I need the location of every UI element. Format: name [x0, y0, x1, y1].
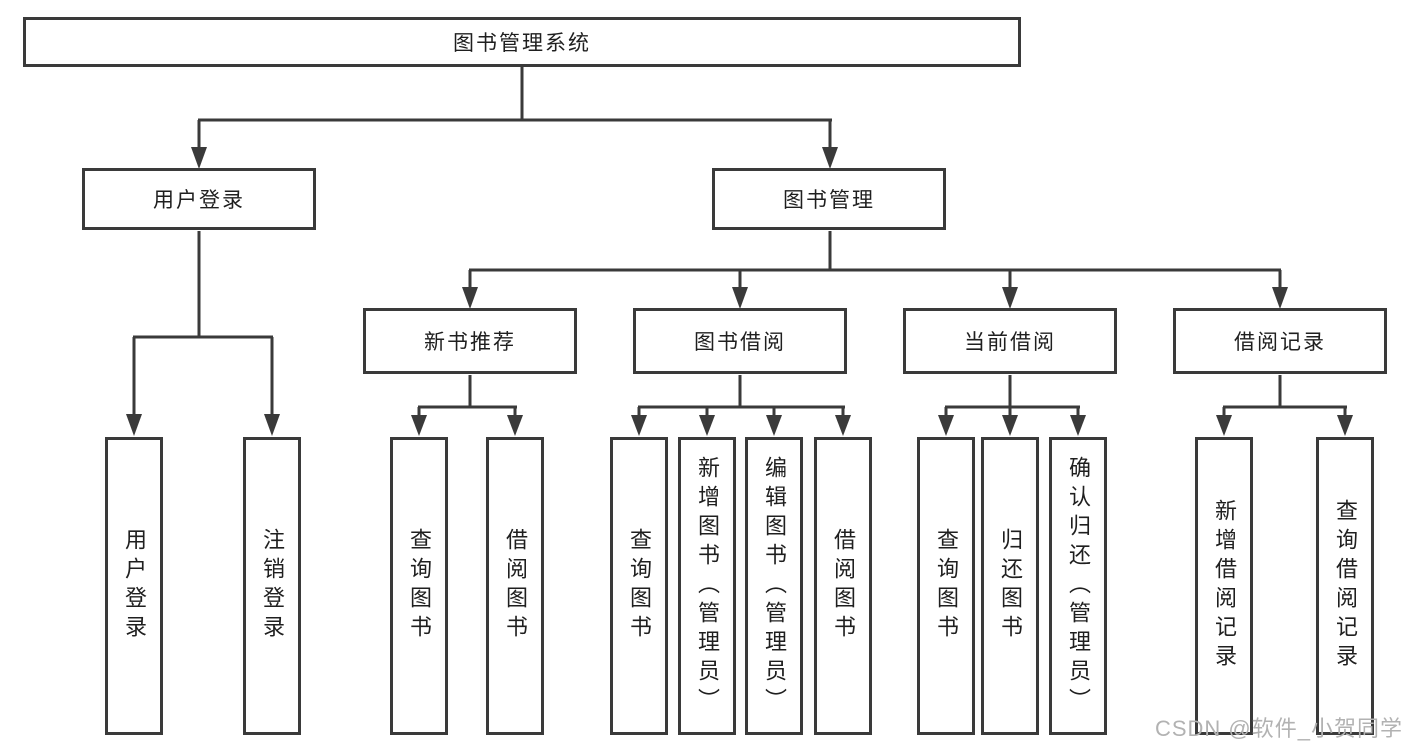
arrow-down-icon [1002, 415, 1018, 436]
arrow-down-icon [938, 415, 954, 436]
arrow-down-icon [1070, 415, 1086, 436]
leaf-newbook-query: 查询图书 [390, 437, 448, 735]
arrowheads [126, 147, 1353, 436]
leaf-record-query: 查询借阅记录 [1316, 437, 1374, 735]
node-user-login: 用户登录 [82, 168, 316, 230]
leaf-record-query-label: 查询借阅记录 [1333, 499, 1358, 673]
node-root: 图书管理系统 [23, 17, 1021, 67]
node-current-borrow: 当前借阅 [903, 308, 1117, 374]
connector-path [132, 67, 1347, 415]
leaf-current-confirm-admin: 确认归还（管理员） [1049, 437, 1107, 735]
leaf-newbook-query-label: 查询图书 [407, 528, 432, 644]
node-new-book-recommend-label: 新书推荐 [424, 331, 516, 354]
node-new-book-recommend: 新书推荐 [363, 308, 577, 374]
arrow-down-icon [507, 415, 523, 436]
leaf-newbook-borrow: 借阅图书 [486, 437, 544, 735]
leaf-borrow-query: 查询图书 [610, 437, 668, 735]
leaf-borrow-edit-admin-label: 编辑图书（管理员） [762, 455, 787, 717]
leaf-record-add-label: 新增借阅记录 [1212, 499, 1237, 673]
leaf-newbook-borrow-label: 借阅图书 [503, 528, 528, 644]
arrow-down-icon [631, 415, 647, 436]
node-borrow-record: 借阅记录 [1173, 308, 1387, 374]
arrow-down-icon [1216, 415, 1232, 436]
arrow-down-icon [411, 415, 427, 436]
arrow-down-icon [766, 415, 782, 436]
leaf-borrow-book-label: 借阅图书 [831, 528, 856, 644]
node-borrow-record-label: 借阅记录 [1234, 331, 1326, 354]
node-current-borrow-label: 当前借阅 [964, 331, 1056, 354]
leaf-current-return: 归还图书 [981, 437, 1039, 735]
leaf-current-return-label: 归还图书 [998, 528, 1023, 644]
leaf-current-query-label: 查询图书 [934, 528, 959, 644]
arrow-down-icon [126, 414, 142, 436]
csdn-watermark: CSDN @软件_小贺同学 [1154, 716, 1403, 741]
leaf-logout-label: 注销登录 [260, 528, 285, 644]
node-book-management: 图书管理 [712, 168, 946, 230]
leaf-borrow-add-admin-label: 新增图书（管理员） [695, 455, 720, 717]
node-book-management-label: 图书管理 [783, 189, 875, 212]
leaf-borrow-edit-admin: 编辑图书（管理员） [745, 437, 803, 735]
arrow-down-icon [699, 415, 715, 436]
leaf-current-query: 查询图书 [917, 437, 975, 735]
arrow-down-icon [462, 287, 478, 309]
arrow-down-icon [1337, 415, 1353, 436]
leaf-user-login: 用户登录 [105, 437, 163, 735]
leaf-logout: 注销登录 [243, 437, 301, 735]
leaf-borrow-query-label: 查询图书 [627, 528, 652, 644]
leaf-borrow-add-admin: 新增图书（管理员） [678, 437, 736, 735]
leaf-borrow-book: 借阅图书 [814, 437, 872, 735]
leaf-record-add: 新增借阅记录 [1195, 437, 1253, 735]
leaf-user-login-label: 用户登录 [122, 528, 147, 644]
node-book-borrow: 图书借阅 [633, 308, 847, 374]
node-root-label: 图书管理系统 [453, 32, 591, 55]
arrow-down-icon [264, 414, 280, 436]
arrow-down-icon [822, 147, 838, 169]
arrow-down-icon [191, 147, 207, 169]
arrow-down-icon [1272, 287, 1288, 309]
leaf-current-confirm-admin-label: 确认归还（管理员） [1066, 455, 1091, 717]
arrow-down-icon [1002, 287, 1018, 309]
arrow-down-icon [835, 415, 851, 436]
node-book-borrow-label: 图书借阅 [694, 331, 786, 354]
node-user-login-label: 用户登录 [153, 189, 245, 212]
arrow-down-icon [732, 287, 748, 309]
